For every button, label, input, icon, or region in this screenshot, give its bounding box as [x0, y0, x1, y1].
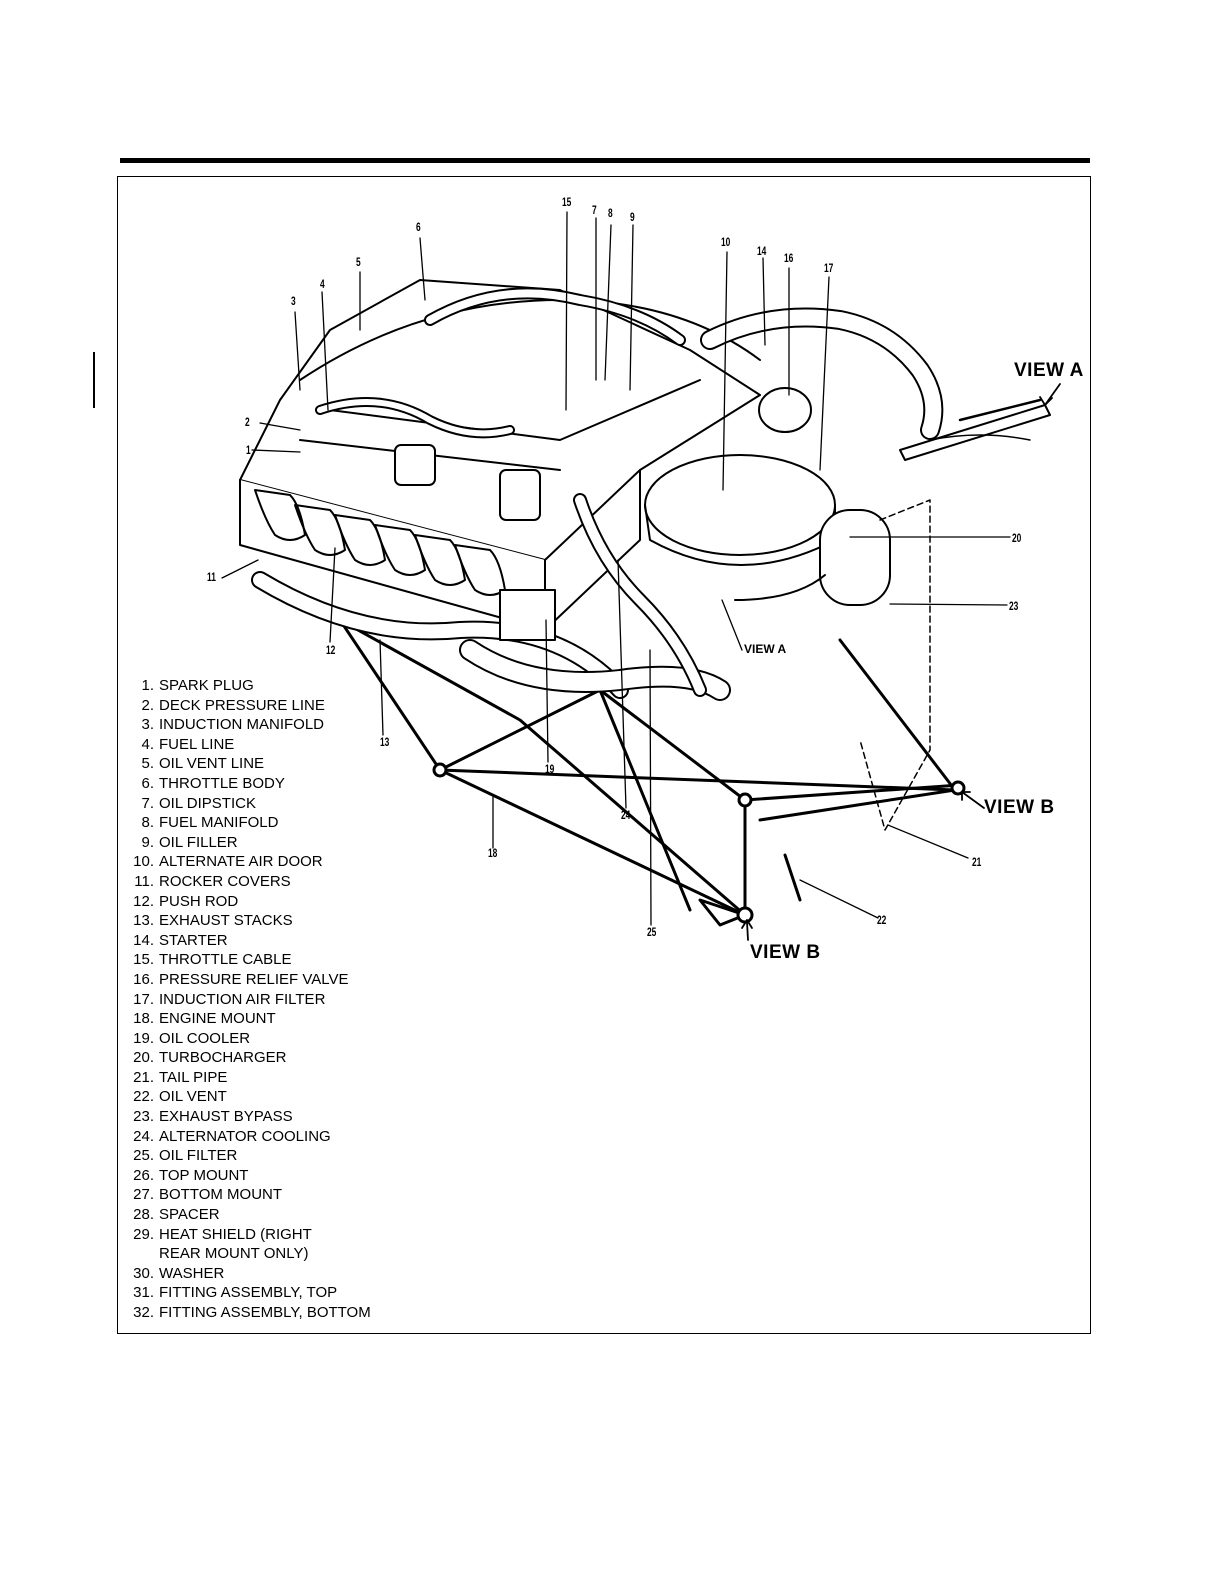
legend-item: 25.OIL FILTER [133, 1147, 238, 1165]
legend-item: 18.ENGINE MOUNT [133, 1010, 276, 1028]
legend-item: 24.ALTERNATOR COOLING [133, 1127, 331, 1145]
legend-item: 11.ROCKER COVERS [134, 872, 291, 890]
legend-item: 3.INDUCTION MANIFOLD [141, 716, 324, 734]
legend-item: 32.FITTING ASSEMBLY, BOTTOM [133, 1304, 371, 1321]
callout-14: 14 [757, 244, 767, 258]
callout-15: 15 [562, 195, 572, 209]
callout-11: 11 [207, 570, 216, 584]
callout-3: 3 [291, 294, 296, 308]
legend-item: 22.OIL VENT [133, 1088, 227, 1106]
callout-7: 7 [592, 203, 597, 217]
turbocharger-assembly [573, 307, 1051, 831]
callout-12: 12 [326, 643, 336, 657]
legend-item: 8.FUEL MANIFOLD [141, 814, 279, 832]
legend-item: 6.THROTTLE BODY [141, 774, 285, 792]
legend-item: 13.EXHAUST STACKS [133, 912, 293, 930]
parts-legend: 1.SPARK PLUG 2.DECK PRESSURE LINE 3.INDU… [124, 676, 371, 1323]
legend-item: 27.BOTTOM MOUNT [133, 1186, 283, 1204]
legend-item: 7.OIL DIPSTICK [141, 794, 256, 812]
legend-item: 4.FUEL LINE [141, 735, 235, 753]
revision-bar [93, 352, 95, 408]
callout-16: 16 [784, 251, 794, 265]
legend-item: 31.FITTING ASSEMBLY, TOP [133, 1284, 338, 1302]
legend-item: 17.INDUCTION AIR FILTER [133, 990, 326, 1008]
legend-item: 10.ALTERNATE AIR DOOR [133, 853, 323, 871]
legend-item: 28.SPACER [133, 1206, 220, 1224]
engine-block [239, 279, 761, 631]
legend-item: 30.WASHER [133, 1264, 225, 1282]
figure-frame [117, 176, 1091, 1334]
legend-item: 20.TURBOCHARGER [133, 1049, 287, 1067]
callout-4: 4 [320, 277, 325, 291]
leader-lines [221, 211, 1011, 926]
callout-23: 23 [1009, 599, 1019, 613]
callout-21: 21 [972, 855, 982, 869]
callout-17: 17 [824, 261, 834, 275]
callout-6: 6 [416, 220, 421, 234]
view-a-inline-label: VIEW A [744, 642, 787, 656]
callout-1: 1 [246, 443, 251, 457]
legend-item: 1.SPARK PLUG [141, 677, 254, 694]
legend-item: 9.OIL FILLER [141, 833, 238, 851]
legend-item: 2.DECK PRESSURE LINE [141, 696, 325, 714]
legend-item: 12.PUSH ROD [133, 892, 239, 910]
legend-item: 21.TAIL PIPE [133, 1068, 228, 1086]
legend-item: 23.EXHAUST BYPASS [133, 1108, 293, 1126]
legend-item: 16.PRESSURE RELIEF VALVE [133, 970, 349, 988]
legend-item: 5.OIL VENT LINE [141, 755, 265, 773]
callout-24: 24 [621, 808, 631, 822]
view-arrows [741, 383, 1061, 941]
engine-mount-frame [338, 618, 966, 927]
callout-9: 9 [630, 210, 635, 224]
callout-8: 8 [608, 206, 613, 220]
callout-13: 13 [380, 735, 390, 749]
legend-item: 15.THROTTLE CABLE [133, 951, 292, 969]
legend-item: 26.TOP MOUNT [133, 1166, 249, 1184]
callout-18: 18 [488, 846, 498, 860]
callout-25: 25 [647, 925, 657, 939]
legend-item: 14.STARTER [133, 931, 228, 949]
callout-2: 2 [245, 415, 250, 429]
top-rule [120, 158, 1090, 163]
callout-10: 10 [721, 235, 731, 249]
callout-19: 19 [545, 762, 555, 776]
callout-5: 5 [356, 255, 361, 269]
view-b-right-label: VIEW B [984, 797, 1055, 818]
callout-22: 22 [877, 913, 887, 927]
callout-20: 20 [1012, 531, 1022, 545]
legend-item: 29.HEAT SHIELD (RIGHT [133, 1225, 312, 1243]
legend-item: REAR MOUNT ONLY) [159, 1245, 309, 1263]
view-b-bottom-label: VIEW B [750, 942, 821, 963]
legend-item: 19.OIL COOLER [133, 1029, 251, 1047]
view-a-label: VIEW A [1014, 360, 1084, 381]
